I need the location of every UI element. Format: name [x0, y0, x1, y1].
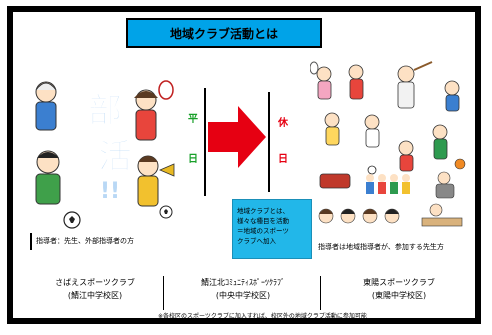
right-arrow-icon [208, 106, 266, 168]
sports-illustration [310, 61, 466, 175]
drum-icon [319, 173, 351, 189]
info-line-2: 様々な種目を活動 [237, 217, 289, 225]
club-activity-illustration: 部 活 !! [35, 80, 175, 229]
club-sabae-kita: 鯖江北ｺﾐｭﾆﾃｨｽﾎﾟｰﾂｸﾗﾌﾞ (中央中学校区) [168, 276, 318, 302]
soccer-ball-icon-2 [159, 205, 173, 219]
info-line-1: 地域クラブとは、 [237, 207, 289, 215]
club-school: (中央中学校区) [215, 291, 271, 300]
swimmer-figure [444, 80, 460, 112]
weekday-char-1: 平 [188, 114, 198, 125]
weekday-char-2: 日 [188, 154, 198, 165]
bukatsu-char-2: 活 [98, 137, 132, 177]
volleyball-player-figure [348, 64, 364, 100]
club-school: (鯖江中学校区) [67, 291, 123, 300]
page-title: 地域クラブ活動とは [126, 18, 322, 48]
info-line-4: クラブへ加入 [237, 237, 276, 245]
club-name: 鯖江北ｺﾐｭﾆﾃｨｽﾎﾟｰﾂｸﾗﾌﾞ [201, 278, 285, 287]
title-text: 地域クラブ活動とは [169, 26, 278, 41]
bukatsu-exclaim: !! [100, 179, 120, 204]
tennis-player-figure [310, 61, 332, 100]
soccer-ball-icon [63, 211, 81, 229]
racket-girl-figure [134, 80, 174, 141]
club-sabae: さばえスポーツクラブ (鯖江中学校区) [20, 276, 170, 302]
dancers-figure [366, 174, 410, 194]
trumpet-kid-figure [137, 155, 175, 207]
students-faces [318, 208, 400, 224]
club-school: (東陽中学校区) [371, 291, 427, 300]
baseball-boy-figure [35, 150, 61, 205]
bukatsu-char-1: 部 [88, 91, 122, 131]
badminton-player-figure [324, 112, 340, 146]
club-name: さばえスポーツクラブ [55, 278, 135, 287]
teacher-figure [435, 171, 455, 199]
left-instructor-caption: 指導者：先生、外部指導者の方 [30, 233, 180, 250]
community-club-info-box: 地域クラブとは、 様々な種目を活動 ＝地域のスポーツ クラブへ加入 [232, 199, 312, 259]
coach-figure [35, 81, 57, 131]
weekday-bracket [180, 88, 206, 196]
holiday-char-2: 日 [278, 154, 288, 165]
holiday-char-1: 休 [278, 118, 288, 129]
footnote: ※各校区のスポーツクラブに加入すれば、校区外の地域クラブ活動に参加可能 [158, 313, 367, 320]
study-desk-figure [421, 203, 463, 227]
club-toyo: 東陽スポーツクラブ (東陽中学校区) [324, 276, 474, 302]
basketball-player-figure [432, 124, 466, 170]
club-divider [320, 276, 321, 310]
info-line-3: ＝地域のスポーツ [237, 227, 289, 235]
club-divider [163, 276, 164, 310]
right-instructor-caption: 指導者は地域指導者が、参加する先生方 [318, 240, 466, 254]
left-caption-text: 指導者：先生、外部指導者の方 [36, 237, 134, 245]
soccer-player-figure [367, 140, 414, 175]
right-caption-text: 指導者は地域指導者が、参加する先生方 [318, 243, 444, 251]
baseball-batter-figure [397, 61, 433, 109]
club-name: 東陽スポーツクラブ [363, 278, 435, 287]
holiday-bracket [268, 92, 306, 192]
track-runner-figure [364, 114, 380, 148]
culture-club-illustration [318, 171, 463, 227]
